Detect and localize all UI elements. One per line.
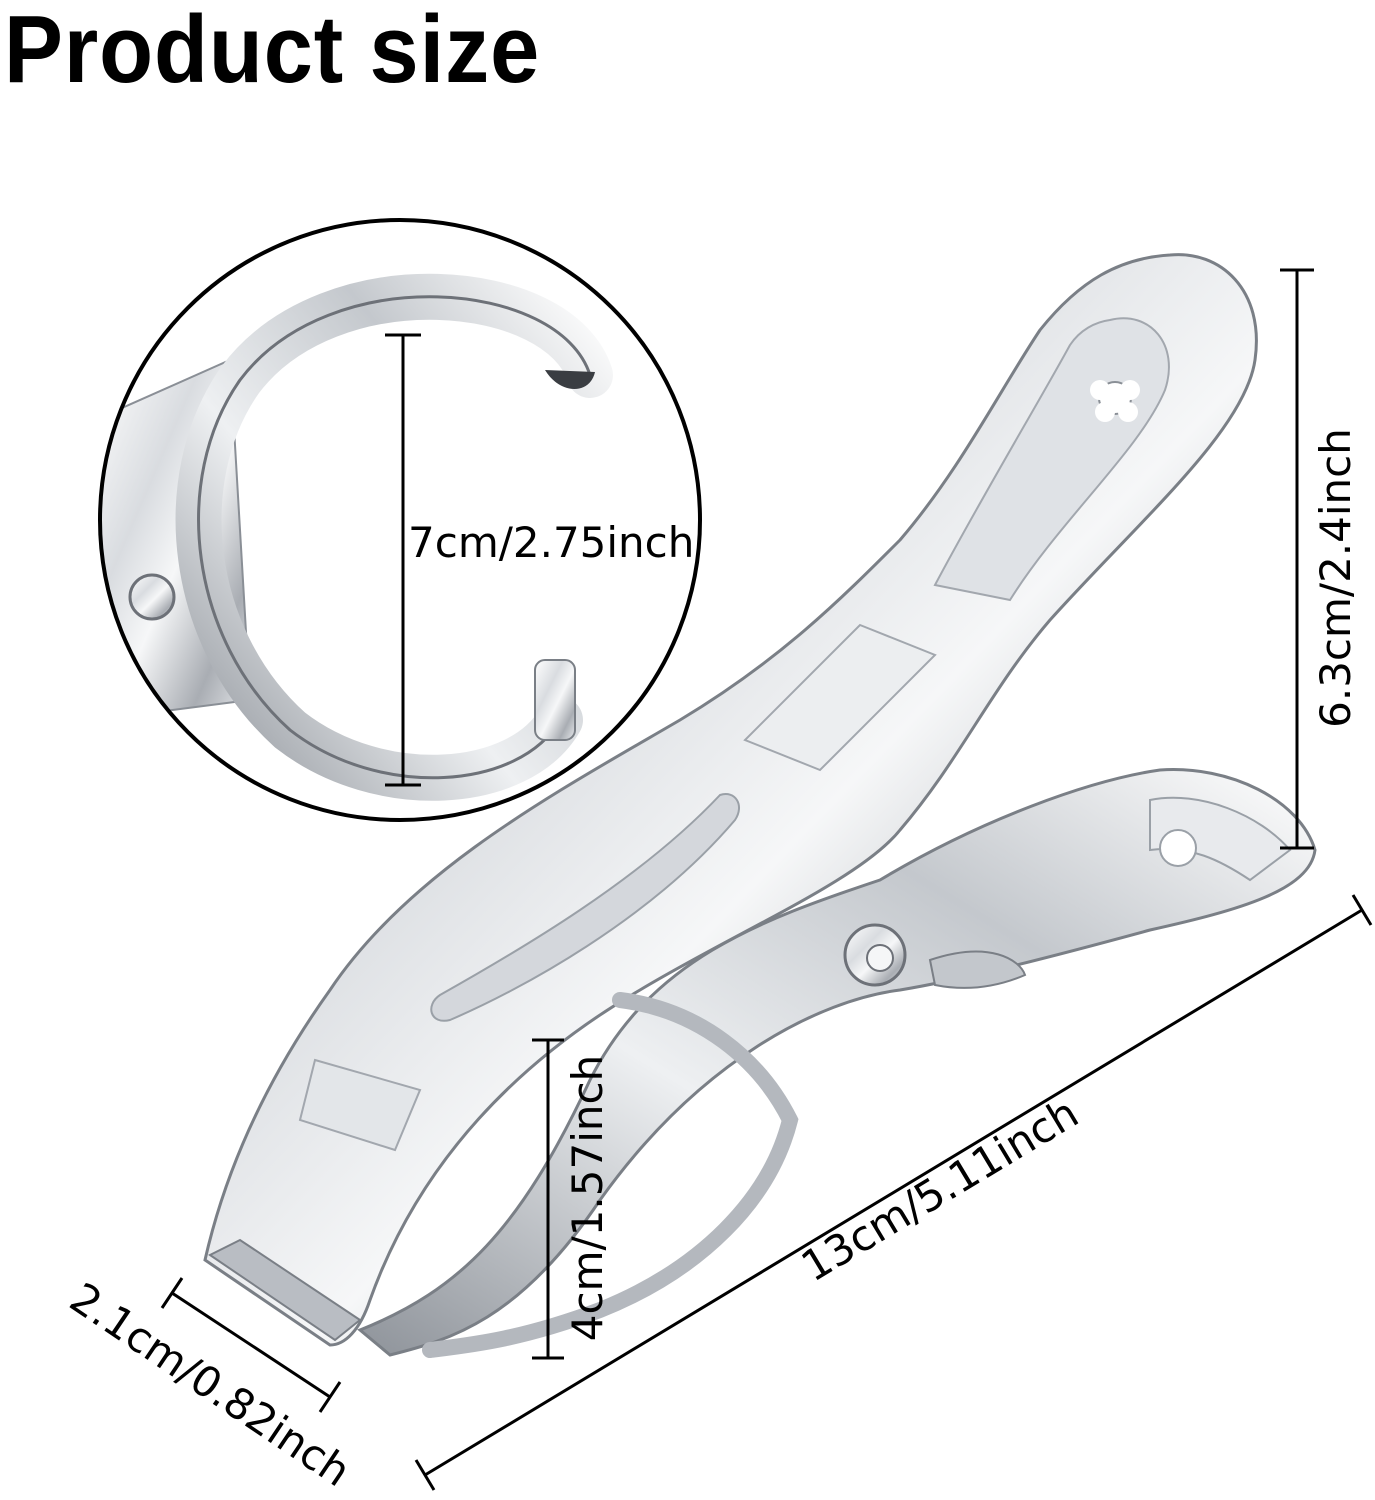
ring-closeup <box>100 220 700 820</box>
length-dimension-line <box>414 894 1373 1491</box>
clip-lower-arm <box>357 768 1317 1357</box>
height-label: 6.3cm/2.4inch <box>1311 428 1360 728</box>
height-dimension-line <box>1280 268 1314 850</box>
hanging-hole-icon <box>1090 380 1140 422</box>
ring-diameter-label: 7cm/2.75inch <box>408 518 695 567</box>
inset-circle <box>98 218 702 822</box>
jaw-dimension-line <box>532 1038 564 1360</box>
spring-pivot <box>422 923 1027 1358</box>
jaw-opening-label: 4cm/1.57inch <box>563 1054 612 1342</box>
page-title: Product size <box>4 0 541 103</box>
clip-upper-arm <box>203 253 1258 1347</box>
width-dimension-line <box>160 1277 342 1413</box>
